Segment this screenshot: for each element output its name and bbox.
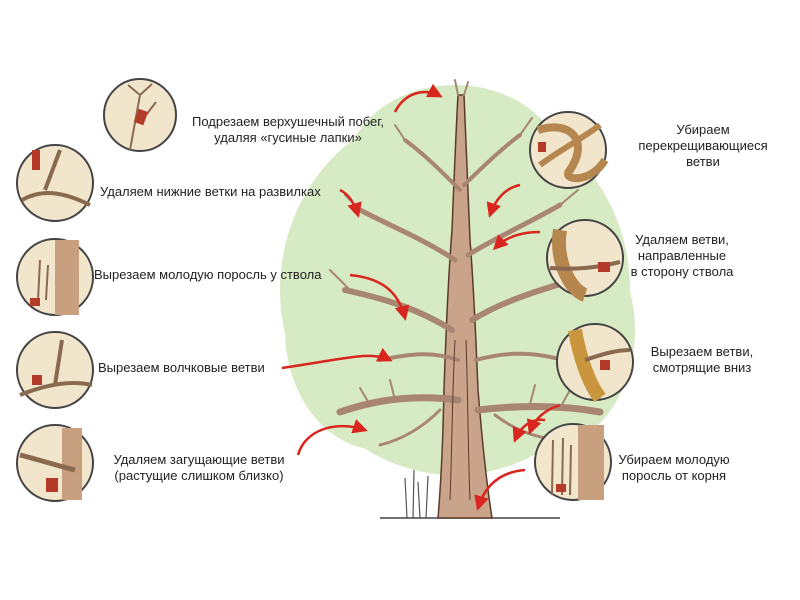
- arrow-left-1: [339, 188, 362, 218]
- label-right-1-line-3: ветви: [686, 154, 720, 169]
- circle-right-4: [534, 423, 612, 501]
- arrow-left-4: [296, 419, 368, 456]
- circle-left-2: [16, 238, 94, 316]
- arrow-right-4: [512, 418, 546, 443]
- label-top-line-2: удаляя «гусиные лапки»: [214, 130, 362, 145]
- label-right-1-line-2: перекрещивающиеся: [638, 138, 768, 153]
- label-left-1-line-1: Удаляем нижние ветки на развилках: [100, 184, 321, 199]
- circle-left-3: [16, 331, 94, 409]
- label-left-2-line-1: Вырезаем молодую поросль у ствола: [94, 267, 322, 282]
- circle-right-1: [529, 111, 609, 189]
- circle-left-4: [16, 424, 94, 502]
- arrow-right-1: [486, 183, 521, 218]
- arrow-top: [393, 83, 443, 113]
- label-top-center: Подрезаем верхушечный побег, удаляя «гус…: [180, 114, 396, 146]
- trunk-bark-lines: [449, 339, 471, 501]
- label-right-2-line-1: Удаляем ветви,: [635, 232, 729, 247]
- arrow-right-3: [526, 403, 561, 435]
- label-right-4-line-1: Убираем молодую: [618, 452, 730, 467]
- label-left-4: Удаляем загущающие ветви (растущие слишк…: [104, 452, 294, 484]
- label-left-4-line-2: (растущие слишком близко): [114, 468, 284, 483]
- label-right-2-line-3: в сторону ствола: [630, 264, 734, 279]
- circle-right-3: [556, 323, 634, 403]
- circle-top: [103, 78, 177, 152]
- arrow-right-2: [492, 230, 541, 251]
- label-left-3-line-1: Вырезаем волчковые ветви: [98, 360, 265, 375]
- label-right-3-line-1: Вырезаем ветви,: [650, 344, 754, 359]
- label-right-4-line-2: поросль от корня: [621, 468, 727, 483]
- label-left-2: Вырезаем молодую поросль у ствола: [94, 267, 350, 283]
- label-right-1-line-1: Убираем: [676, 122, 730, 137]
- circle-right-2: [546, 219, 624, 302]
- label-right-2-line-2: направленные: [637, 248, 727, 263]
- arrow-left-3: [281, 347, 393, 370]
- label-right-1: Убираем перекрещивающиеся ветви: [628, 122, 778, 170]
- label-left-1: Удаляем нижние ветки на развилках: [100, 184, 350, 200]
- label-right-2: Удаляем ветви, направленные в сторону ст…: [612, 232, 752, 280]
- root-suckers: [404, 469, 429, 519]
- label-right-3: Вырезаем ветви, смотрящие вниз: [638, 344, 766, 376]
- detail-circles: [16, 78, 634, 502]
- red-arrows: [281, 83, 561, 511]
- label-right-4: Убираем молодую поросль от корня: [614, 452, 734, 484]
- label-top-line-1: Подрезаем верхушечный побег,: [191, 114, 385, 129]
- arrow-left-2: [349, 273, 410, 321]
- arrow-root: [474, 468, 526, 511]
- label-right-3-line-2: смотрящие вниз: [652, 360, 752, 375]
- circle-left-1: [16, 144, 94, 222]
- label-left-3: Вырезаем волчковые ветви: [98, 360, 288, 376]
- label-left-4-line-1: Удаляем загущающие ветви: [113, 452, 285, 467]
